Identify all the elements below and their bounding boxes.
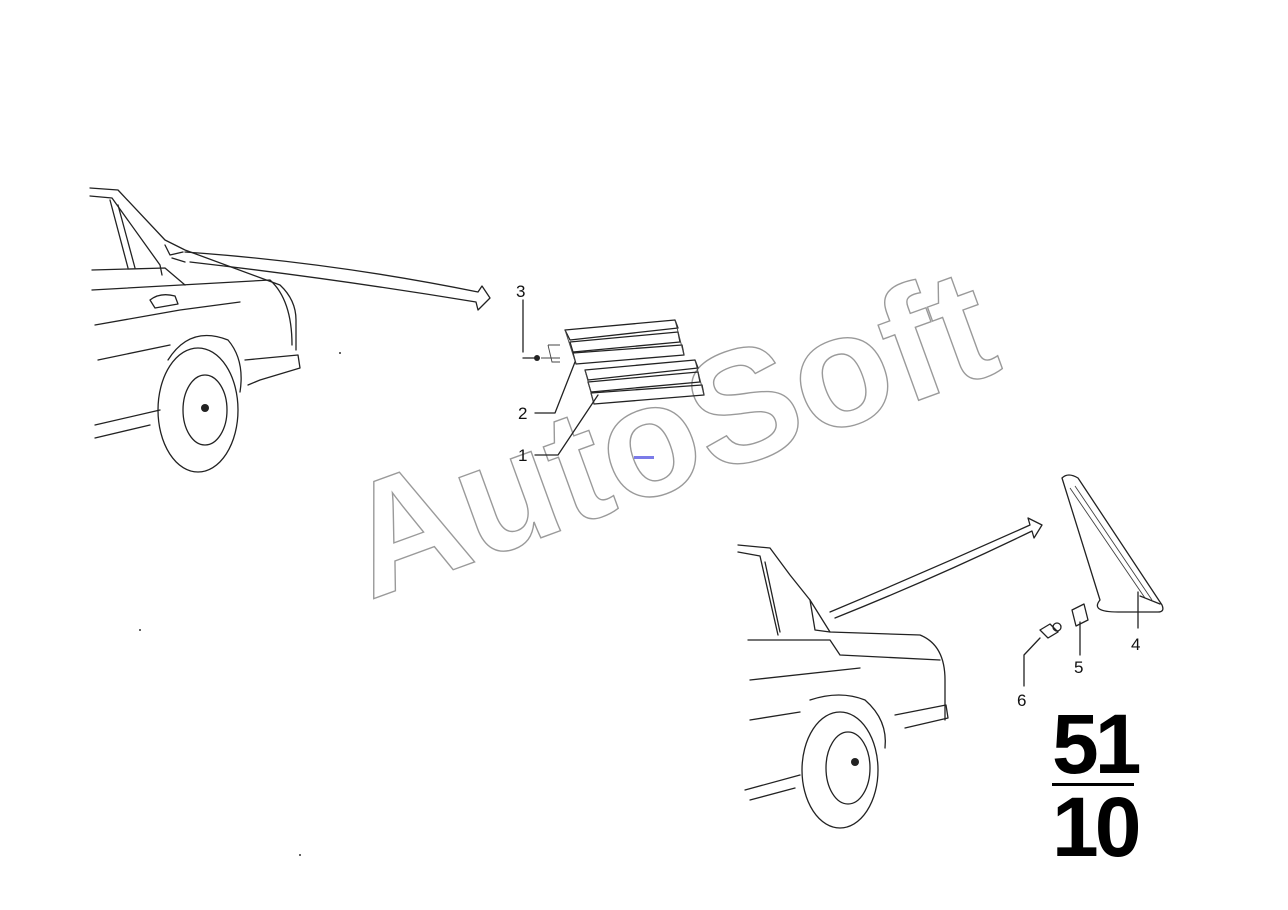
section-number-top: 51 (1052, 697, 1140, 791)
grille-part-2 (547, 319, 685, 365)
grille-part-1 (584, 359, 705, 405)
leader-line-2 (534, 361, 576, 414)
callout-6-label: 6 (1017, 691, 1026, 710)
screw-part-3 (522, 355, 560, 361)
blue-marker (634, 456, 654, 459)
section-divider (1052, 783, 1134, 786)
callout-1-label: 1 (518, 446, 527, 465)
car-illustration-top (89, 187, 491, 473)
trim-part-4 (1061, 474, 1164, 613)
leader-line-6 (1023, 637, 1041, 687)
callout-3-label: 3 (516, 282, 525, 301)
section-number: 51 10 (1052, 697, 1144, 874)
bolt-part-6 (1039, 622, 1062, 639)
car-illustration-bottom (737, 517, 1043, 829)
section-number-bottom: 10 (1052, 780, 1139, 874)
clip-part-5 (1071, 603, 1089, 627)
leader-line-1 (534, 394, 599, 456)
callout-5-label: 5 (1074, 658, 1083, 677)
callout-2-label: 2 (518, 404, 527, 423)
watermark-text: AutoSoft (320, 233, 1016, 632)
callout-4-label: 4 (1131, 635, 1140, 654)
